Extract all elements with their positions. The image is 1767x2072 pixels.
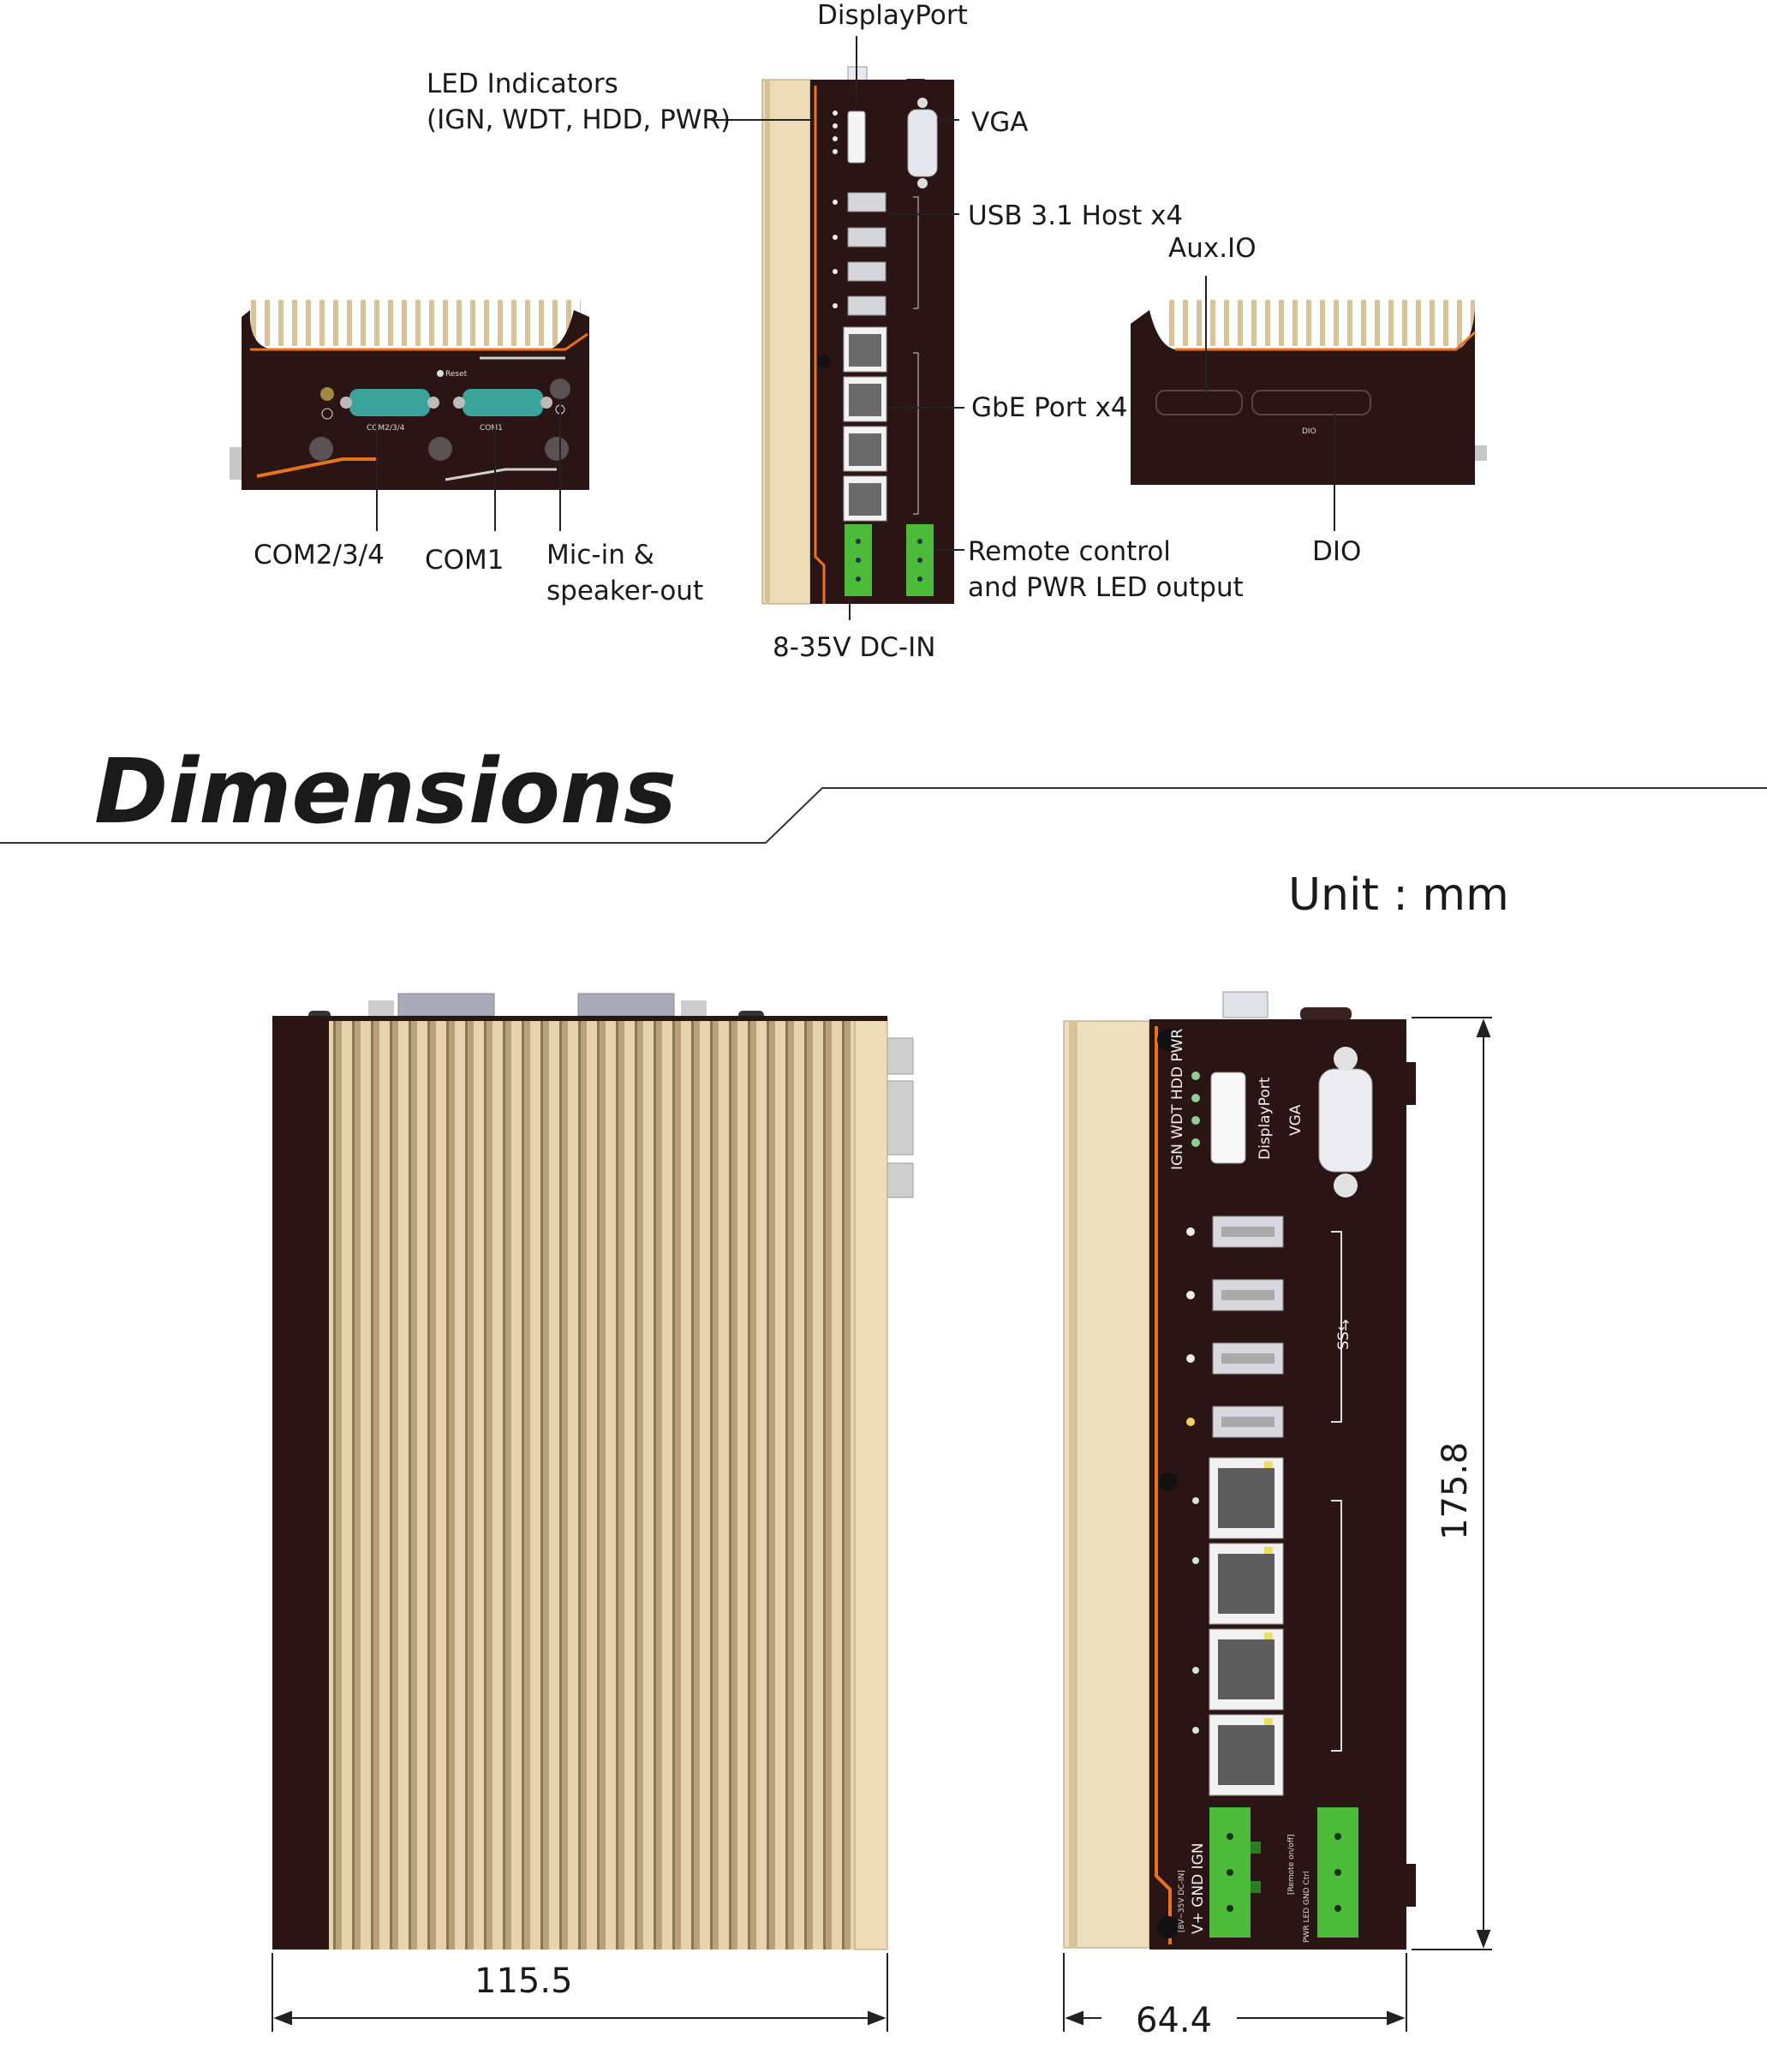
- label-aux-io: Aux.IO: [1168, 233, 1257, 264]
- dimension-lines: [272, 1017, 1492, 2032]
- displayport-port-text: DisplayPort: [1257, 1077, 1274, 1160]
- label-dio: DIO: [1312, 536, 1361, 567]
- feature-labels: DisplayPort LED Indicators (IGN, WDT, HD…: [254, 0, 1361, 663]
- label-com234: COM2/3/4: [254, 540, 385, 570]
- side-panel-dio: DIO: [1131, 300, 1487, 485]
- remote-caption-text: [Remote on/off]: [1287, 1834, 1296, 1895]
- unit-label: Unit : mm: [1288, 869, 1509, 921]
- dimensions-header: Dimensions Unit : mm: [0, 739, 1767, 921]
- label-com1: COM1: [425, 545, 504, 576]
- label-displayport: DisplayPort: [817, 0, 968, 31]
- top-view-heatsink: [272, 993, 914, 1950]
- label-pwr-led-output: and PWR LED output: [968, 572, 1244, 603]
- gbe-ports-large: [1192, 1457, 1342, 1796]
- usb-ports-small: [833, 192, 919, 316]
- side-panel-com: Reset COM2/3/4 COM1: [230, 300, 589, 490]
- label-usb: USB 3.1 Host x4: [968, 200, 1183, 231]
- vga-port-text: VGA: [1287, 1104, 1304, 1136]
- led-names-text: IGN WDT HDD PWR: [1169, 1029, 1186, 1170]
- dim-height: 175.8: [1436, 1442, 1475, 1540]
- usb-ports-large: SS⇆: [1186, 1215, 1352, 1438]
- remote-pins-text: PWR LED GND Ctrl: [1303, 1872, 1311, 1943]
- usb-logo-icon: SS⇆: [1335, 1319, 1352, 1350]
- label-led-indicators: LED Indicators: [427, 69, 618, 99]
- dim-width: 115.5: [475, 1962, 573, 2001]
- front-panel-small: [761, 66, 954, 605]
- label-dc-in: 8-35V DC-IN: [773, 632, 935, 663]
- label-led-indicators-list: (IGN, WDT, HDD, PWR): [427, 104, 731, 135]
- label-gbe: GbE Port x4: [971, 392, 1128, 423]
- front-view-large: IGN WDT HDD PWR DisplayPort VGA SS⇆: [1063, 991, 1416, 1950]
- com234-port-text: COM2/3/4: [367, 424, 405, 433]
- label-remote-control: Remote control: [968, 536, 1171, 567]
- terminal-blocks: V+ GND IGN [8V~35V DC-IN] PWR LED GND Ct…: [1178, 1807, 1358, 1943]
- dio-port-text: DIO: [1302, 427, 1316, 436]
- dc-in-caption-text: [8V~35V DC-IN]: [1178, 1870, 1186, 1932]
- label-speaker-out: speaker-out: [546, 576, 703, 606]
- reset-label: Reset: [445, 370, 468, 379]
- gbe-ports-small: [817, 326, 919, 522]
- leader-lines: [376, 36, 1335, 620]
- dim-depth: 64.4: [1136, 2001, 1212, 2040]
- section-title: Dimensions: [94, 739, 677, 844]
- label-mic-in: Mic-in &: [546, 540, 654, 570]
- dimension-values: 115.5 64.4 175.8: [475, 1442, 1475, 2040]
- label-vga: VGA: [971, 107, 1028, 138]
- dc-in-pins-text: V+ GND IGN: [1190, 1842, 1207, 1934]
- com1-port-text: COM1: [480, 424, 503, 433]
